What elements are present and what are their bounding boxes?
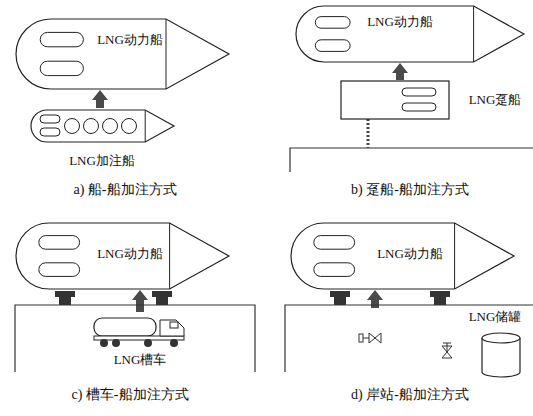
node-label: LNG加注船 — [68, 154, 136, 168]
node-tender: LNG加注船 — [30, 108, 175, 174]
node-tank: LNG储罐 — [460, 308, 530, 380]
shape-outline — [482, 333, 520, 377]
quay-ground — [15, 305, 255, 372]
node-label: LNG趸船 — [468, 93, 523, 107]
supply-arrow — [132, 290, 148, 312]
caption-label: a) 船-船加注方式 — [73, 182, 176, 197]
node-pontoon: LNG趸船 — [340, 80, 528, 120]
caption-label: c) 槽车-船加注方式 — [71, 387, 188, 402]
node-ship: LNG动力船 — [15, 222, 230, 290]
caption-label: b) 趸船-船加注方式 — [351, 182, 469, 197]
node-label: LNG动力船 — [376, 247, 444, 261]
supply-arrow — [392, 63, 408, 80]
valve-symbols — [359, 333, 452, 358]
node-label: LNG动力船 — [96, 33, 164, 47]
quay-ground — [290, 148, 533, 172]
node-label: LNG动力船 — [366, 15, 434, 29]
node-outline — [295, 5, 525, 63]
caption-label: d) 岸站-船加注方式 — [351, 387, 469, 402]
shape-outline — [16, 223, 229, 289]
node-label: LNG动力船 — [96, 247, 164, 261]
shape-outline — [16, 19, 229, 89]
shape-outline — [94, 318, 184, 347]
fenders — [55, 291, 450, 305]
node-ship: LNG动力船 — [295, 5, 525, 63]
shape-outline — [296, 6, 524, 62]
shape-outline — [341, 81, 449, 119]
shape-outline — [31, 110, 174, 142]
node-label: LNG储罐 — [468, 310, 523, 324]
node-ship: LNG动力船 — [15, 18, 230, 90]
node-ship: LNG动力船 — [290, 222, 515, 290]
node-label: LNG槽车 — [113, 353, 168, 367]
gangway-chain — [367, 119, 370, 148]
node-outline — [15, 18, 230, 90]
supply-arrow — [92, 90, 108, 108]
node-truck: LNG槽车 — [90, 312, 190, 368]
shape-outline — [291, 223, 514, 289]
